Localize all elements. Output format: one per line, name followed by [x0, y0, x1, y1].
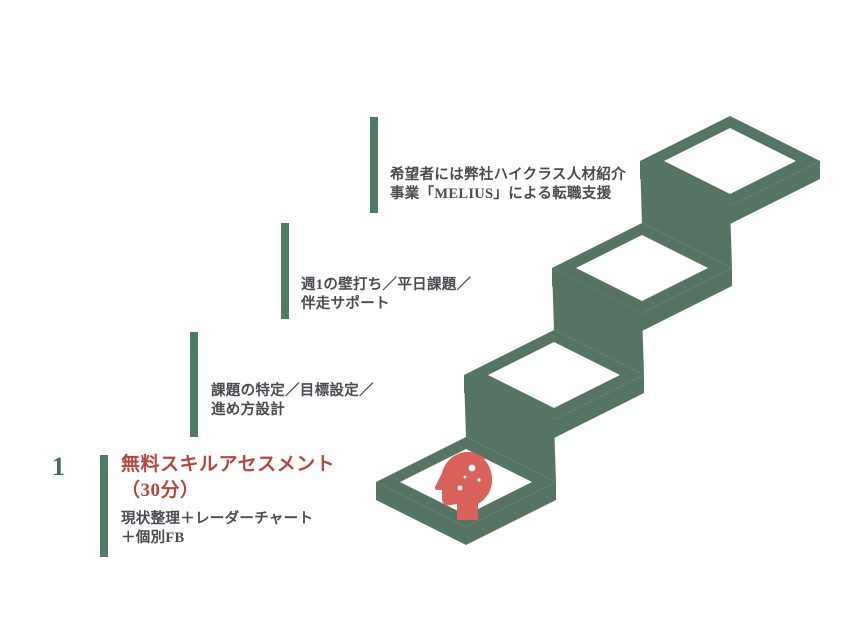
step-3-tick-bar — [281, 223, 289, 319]
step-1-number: 1 — [52, 452, 65, 481]
step-1-title: 無料スキルアセスメント （30分） — [121, 452, 381, 504]
step-4-tick-bar — [370, 117, 378, 213]
step-1-title-line-2: （30分） — [121, 480, 200, 501]
step-2-desc-line-1: 課題の特定／目標設定／ — [211, 383, 374, 399]
stair-step-4 — [640, 116, 820, 224]
step-4-description: 希望者には弊社ハイクラス人材紹介 事業「MELIUS」による転職支援 — [390, 166, 650, 204]
step-4-desc-line-1: 希望者には弊社ハイクラス人材紹介 — [390, 167, 626, 183]
step-1-desc-line-1: 現状整理＋レーダーチャート — [121, 511, 314, 527]
step-4-desc-line-2: 事業「MELIUS」による転職支援 — [390, 186, 612, 202]
step-3-desc-line-1: 週1の壁打ち／平日課題／ — [301, 277, 472, 293]
step-3-description: 週1の壁打ち／平日課題／ 伴走サポート — [301, 276, 521, 314]
step-1-title-line-1: 無料スキルアセスメント — [121, 454, 336, 475]
step-1-tick-bar — [100, 455, 108, 557]
step-3-desc-line-2: 伴走サポート — [301, 296, 390, 312]
step-1-desc-line-2: ＋個別FB — [121, 530, 185, 546]
staircase-steps — [376, 116, 820, 545]
step-2-desc-line-2: 進め方設計 — [211, 402, 285, 418]
step-1-description: 現状整理＋レーダーチャート ＋個別FB — [121, 510, 361, 548]
step-2-tick-bar — [190, 332, 198, 437]
head-with-gears-icon — [434, 452, 493, 520]
step-2-description: 課題の特定／目標設定／ 進め方設計 — [211, 382, 431, 420]
